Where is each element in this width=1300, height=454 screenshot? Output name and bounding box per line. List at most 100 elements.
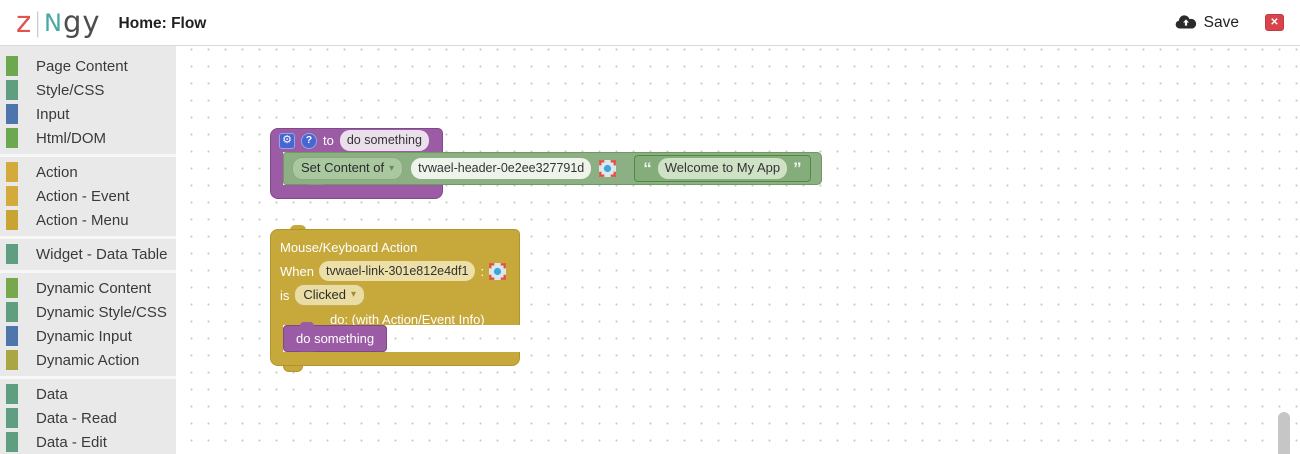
category-color-bar [6,186,18,206]
text-value-field[interactable]: Welcome to My App [657,158,788,179]
palette-group-data: Data Data - Read Data - Edit [0,376,176,454]
mouse-action-title: Mouse/Keyboard Action [280,239,418,255]
gear-icon[interactable]: ⚙ [279,132,295,149]
element-picker-icon[interactable] [599,160,617,177]
set-content-dropdown-value: Set Content of [301,160,385,176]
sidebar-item-label: Html/DOM [36,129,106,147]
procedure-block-header[interactable]: ⚙ ? to do something [270,128,443,152]
block-connector-notch [290,225,306,230]
category-color-bar [6,302,18,322]
sidebar-item-dynamic-input[interactable]: Dynamic Input [0,324,176,348]
category-color-bar [6,350,18,370]
category-color-bar [6,128,18,148]
logo-letter-n: N [44,8,63,37]
block-do-something-statement[interactable]: do something [283,322,388,355]
header-actions: Save ✕ [1175,14,1284,32]
sidebar-item-label: Page Content [36,57,128,75]
category-color-bar [6,278,18,298]
chevron-down-icon: ▾ [389,162,395,174]
cloud-upload-icon [1175,15,1197,30]
is-label: is [280,287,290,303]
category-color-bar [6,162,18,182]
sidebar: Page Content Style/CSS Input Html/DOM Ac… [0,46,176,454]
logo-letter-z: z [16,5,33,39]
target-element-id-field[interactable]: tvwael-header-0e2ee327791d [411,158,592,179]
category-color-bar [6,432,18,452]
mouse-action-body[interactable]: Mouse/Keyboard Action When tvwael-link-3… [270,229,520,327]
sidebar-item-label: Dynamic Input [36,327,132,345]
palette-group-content: Page Content Style/CSS Input Html/DOM [0,54,176,150]
element-picker-icon[interactable] [489,262,507,280]
category-color-bar [6,80,18,100]
save-button[interactable]: Save [1175,14,1239,32]
do-label: do: (with Action/Event Info) [330,311,485,327]
event-element-id-field[interactable]: tvwael-link-301e812e4df1 [318,260,476,282]
sidebar-item-page-content[interactable]: Page Content [0,54,176,78]
event-type-value: Clicked [303,286,347,302]
when-label: When [280,263,314,279]
vertical-scrollbar[interactable] [1278,412,1290,454]
set-content-dropdown[interactable]: Set Content of ▾ [292,157,404,180]
sidebar-item-label: Widget - Data Table [36,245,168,263]
event-type-dropdown[interactable]: Clicked ▾ [294,283,366,307]
block-set-content[interactable]: Set Content of ▾ tvwael-header-0e2ee3277… [283,152,822,189]
sidebar-item-label: Data - Edit [36,433,107,451]
procedure-block-footer [270,185,443,199]
sidebar-item-label: Data [36,385,68,403]
help-icon[interactable]: ? [301,132,317,149]
sidebar-item-style-css[interactable]: Style/CSS [0,78,176,102]
palette-group-dynamic: Dynamic Content Dynamic Style/CSS Dynami… [0,270,176,372]
category-color-bar [6,104,18,124]
page-title: Home: Flow [118,14,207,32]
sidebar-item-label: Action - Event [36,187,130,205]
sidebar-item-label: Dynamic Style/CSS [36,303,167,321]
colon-label: : [480,263,485,279]
header: z | N gy Home: Flow Save ✕ [0,0,1300,46]
sidebar-item-action[interactable]: Action [0,160,176,184]
sidebar-item-data[interactable]: Data [0,382,176,406]
close-quote-icon: ” [793,159,802,178]
category-color-bar [6,384,18,404]
procedure-block-spine [270,152,283,185]
block-text-value[interactable]: “ Welcome to My App ” [634,155,811,182]
sidebar-item-input[interactable]: Input [0,102,176,126]
category-color-bar [6,244,18,264]
chevron-down-icon: ▾ [351,289,357,301]
sidebar-item-label: Dynamic Content [36,279,152,297]
sidebar-item-data-edit[interactable]: Data - Edit [0,430,176,454]
category-color-bar [6,408,18,428]
sidebar-item-action-event[interactable]: Action - Event [0,184,176,208]
logo-letters-gy: gy [62,5,101,39]
sidebar-item-label: Action - Menu [36,211,129,229]
block-connector-notch [283,366,303,372]
sidebar-item-widget-data-table[interactable]: Widget - Data Table [0,242,176,266]
statement-label: do something [296,331,375,346]
category-color-bar [6,326,18,346]
category-color-bar [6,56,18,76]
sidebar-item-label: Style/CSS [36,81,105,99]
sidebar-item-data-read[interactable]: Data - Read [0,406,176,430]
sidebar-item-action-menu[interactable]: Action - Menu [0,208,176,232]
sidebar-item-dynamic-style-css[interactable]: Dynamic Style/CSS [0,300,176,324]
save-button-label: Save [1203,13,1239,31]
mouse-action-spine [270,325,283,352]
sidebar-item-dynamic-content[interactable]: Dynamic Content [0,276,176,300]
procedure-to-label: to [323,133,334,148]
app-logo: z | N gy [16,8,101,37]
palette-group-action: Action Action - Event Action - Menu [0,154,176,232]
sidebar-item-label: Data - Read [36,409,117,427]
open-quote-icon: “ [643,159,652,178]
sidebar-item-label: Action [36,163,78,181]
sidebar-item-label: Input [36,105,70,123]
palette-group-widget: Widget - Data Table [0,236,176,266]
mouse-action-footer [270,352,520,366]
sidebar-item-dynamic-action[interactable]: Dynamic Action [0,348,176,372]
sidebar-item-html-dom[interactable]: Html/DOM [0,126,176,150]
category-color-bar [6,210,18,230]
close-button[interactable]: ✕ [1265,14,1284,31]
procedure-name-field[interactable]: do something [339,130,429,151]
sidebar-item-label: Dynamic Action [36,351,140,369]
logo-divider: | [33,7,43,38]
workspace-canvas[interactable]: ⚙ ? to do something Set Content of ▾ tvw… [176,46,1300,454]
